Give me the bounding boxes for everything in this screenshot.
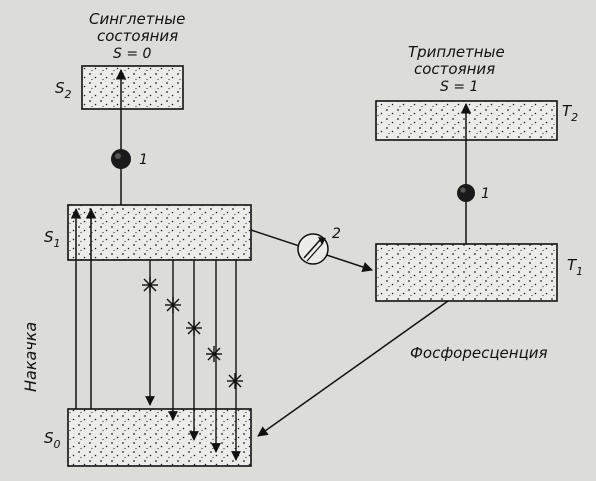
intersystem-symbol-slash2	[306, 242, 324, 262]
level-s1-box	[67, 204, 252, 261]
intersystem-symbol-tip	[318, 237, 326, 245]
singlet-title-line1: Синглетные	[89, 10, 185, 28]
triplet-title-line2: состояния	[414, 60, 495, 78]
phosphorescence-arrow	[257, 300, 449, 437]
starburst-icon-3	[186, 320, 202, 336]
level-s0-label: S0	[44, 429, 61, 451]
singlet-title-line2: состояния	[97, 27, 178, 45]
starburst-icon-4	[206, 346, 222, 362]
photon-dot-triplet-highlight	[460, 187, 466, 193]
starburst-icon-1	[142, 277, 158, 293]
starburst-icon-5	[227, 373, 243, 389]
marker-absorption-singlet: 1	[139, 152, 148, 168]
marker-absorption-triplet: 1	[481, 186, 490, 202]
pump-label: Накачка	[21, 322, 40, 392]
singlet-spin: S = 0	[113, 46, 152, 62]
photon-dot-triplet	[457, 184, 475, 202]
triplet-spin: S = 1	[440, 79, 478, 95]
intersystem-symbol-slash	[303, 239, 321, 259]
phosphorescence-label: Фосфоресценция	[410, 344, 548, 362]
photon-dot-singlet	[111, 149, 131, 169]
triplet-title-line1: Триплетные	[408, 43, 505, 61]
level-t1-label: T1	[567, 256, 583, 278]
photon-dot-singlet-highlight	[115, 153, 121, 159]
level-s2-box	[81, 65, 184, 110]
level-t1-box	[375, 243, 558, 302]
starburst-icon-2	[165, 297, 181, 313]
level-s2-label: S2	[55, 79, 72, 101]
level-s0-box	[67, 408, 252, 467]
marker-intersystem: 2	[332, 226, 341, 242]
level-t2-label: T2	[562, 102, 578, 124]
level-s1-label: S1	[44, 228, 61, 250]
